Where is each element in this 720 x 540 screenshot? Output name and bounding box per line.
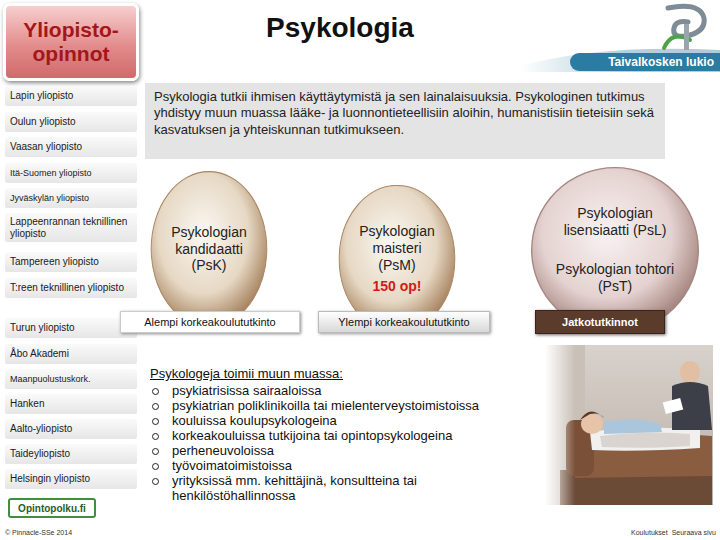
list-item: psykiatrisissa sairaaloissa <box>150 383 542 398</box>
bullet-circle <box>152 403 159 410</box>
node-text: Itä-Suomen yliopisto <box>10 168 92 178</box>
node-text: Psykologian lisensiaatti (PsL) <box>545 205 685 239</box>
list-text: psykiatrisissa sairaaloissa <box>172 383 542 398</box>
node-text: Oulun yliopisto <box>10 116 76 128</box>
node-text: Ylempi korkeakoulututkinto <box>338 316 469 328</box>
node-subtext: Psykologian tohtori (PsT) <box>545 261 685 295</box>
node-text: Lappeenrannan teknillinen yliopisto <box>10 216 132 239</box>
bullet-circle <box>152 463 159 470</box>
bullet-circle <box>152 448 159 455</box>
node-text: Psykologia tutkii ihmisen käyttäytymistä… <box>154 89 656 138</box>
list-text: psykiatrian poliklinikoilla tai mielente… <box>172 398 542 413</box>
list-item: korkeakouluissa tutkijoina tai opintopsy… <box>150 428 542 443</box>
node-text: Lapin yliopisto <box>10 90 73 102</box>
node-text: Taideyliopisto <box>10 448 70 460</box>
university-button: Taideyliopisto <box>5 444 137 464</box>
node-text: T:reen teknillinen yliopisto <box>10 282 124 294</box>
list-text: perheneuvoloissa <box>172 443 542 458</box>
list-text: yrityksissä mm. kehittäjinä, konsulttein… <box>172 473 542 503</box>
university-button: Helsingin yliopisto <box>5 469 137 489</box>
degree-level-box: Jatkotutkinnot <box>535 310 665 334</box>
section-logo: Yliopisto- opinnot <box>3 3 139 81</box>
node-text: Psykologian kandidaatti (PsK) <box>164 224 254 274</box>
degree-level-box: Ylempi korkeakoulututkinto <box>318 311 490 333</box>
nav-link: Koulutukset <box>631 529 668 536</box>
node-text: Helsingin yliopisto <box>10 473 90 485</box>
lens-outline <box>530 166 700 334</box>
university-button: Itä-Suomen yliopisto <box>5 163 137 183</box>
list-item: psykiatrian poliklinikoilla tai mielente… <box>150 398 542 413</box>
list-item: perheneuvoloissa <box>150 443 542 458</box>
degree-circle: Psykologian lisensiaatti (PsL) Psykologia… <box>530 166 700 334</box>
list-text: korkeakouluissa tutkijoina tai opintopsy… <box>172 428 542 443</box>
node-text: Vaasan yliopisto <box>10 141 82 153</box>
university-button: T:reen teknillinen yliopisto <box>5 278 137 298</box>
therapy-photo <box>545 345 713 505</box>
nav-link: Seuraava sivu <box>672 529 716 536</box>
list-item: yrityksissä mm. kehittäjinä, konsulttein… <box>150 473 542 503</box>
node-text: Hanken <box>10 398 44 410</box>
lens-shape <box>151 172 267 327</box>
university-button: Lapin yliopisto <box>5 86 137 106</box>
job-list: Psykologeja toimii muun muassa: psykiatri… <box>150 366 542 503</box>
bullet-circle <box>152 433 159 440</box>
node-text: Taivalkosken lukio <box>608 55 714 69</box>
university-button: Vaasan yliopisto <box>5 137 137 157</box>
node-text: Aalto-yliopisto <box>10 423 72 435</box>
university-button: Hanken <box>5 394 137 414</box>
node-text: Åbo Akademi <box>10 348 69 360</box>
node-subtext: 150 op! <box>372 278 421 295</box>
university-button: Lappeenrannan teknillinen yliopisto <box>5 213 137 242</box>
node-text: Turun yliopisto <box>10 322 75 334</box>
bullet-circle <box>152 418 159 425</box>
copyright-note: © Pinnacle-SSe 2014 <box>5 529 72 536</box>
university-button: Jyväskylän yliopisto <box>5 188 137 208</box>
list-item: työvoimatoimistoissa <box>150 458 542 473</box>
university-button: Maanpuolustuskork. <box>5 369 137 389</box>
photo-fade <box>545 345 713 505</box>
swoosh <box>520 49 720 72</box>
node-text: Jatkotutkinnot <box>562 316 638 328</box>
university-button: Turun yliopisto <box>5 318 137 338</box>
link-button: Opintopolku.fi <box>8 498 96 518</box>
list-text: kouluissa koulupsykologeina <box>172 413 542 428</box>
node-text: Alempi korkeakoulututkinto <box>144 316 275 328</box>
university-button: Oulun yliopisto <box>5 112 137 132</box>
lens-shape <box>532 168 699 333</box>
bullet-circle <box>152 388 159 395</box>
node-text: Opintopolku.fi <box>18 503 86 514</box>
node-text: Yliopisto- opinnot <box>8 18 134 65</box>
university-button: Aalto-yliopisto <box>5 419 137 439</box>
node-text: Tampereen yliopisto <box>10 256 99 268</box>
intro-box: Psykologia tutkii ihmisen käyttäytymistä… <box>145 83 665 159</box>
school-emblem <box>664 6 704 50</box>
degree-lens: Psykologian kandidaatti (PsK) <box>150 170 268 328</box>
node-text: Jyväskylän yliopisto <box>10 193 89 203</box>
school-banner: Taivalkosken lukio <box>570 53 720 71</box>
degree-level-box: Alempi korkeakoulututkinto <box>120 311 300 333</box>
list-heading: Psykologeja toimii muun muassa: <box>150 366 542 381</box>
slide-title: Psykologia <box>180 12 500 44</box>
list-item: kouluissa koulupsykologeina <box>150 413 542 428</box>
university-button: Åbo Akademi <box>5 344 137 364</box>
list-text: työvoimatoimistoissa <box>172 458 542 473</box>
node-text: Psykologian maisteri (PsM) <box>352 223 442 273</box>
university-button: Tampereen yliopisto <box>5 252 137 272</box>
node-text: Maanpuolustuskork. <box>10 374 91 384</box>
bullet-circle <box>152 478 159 485</box>
